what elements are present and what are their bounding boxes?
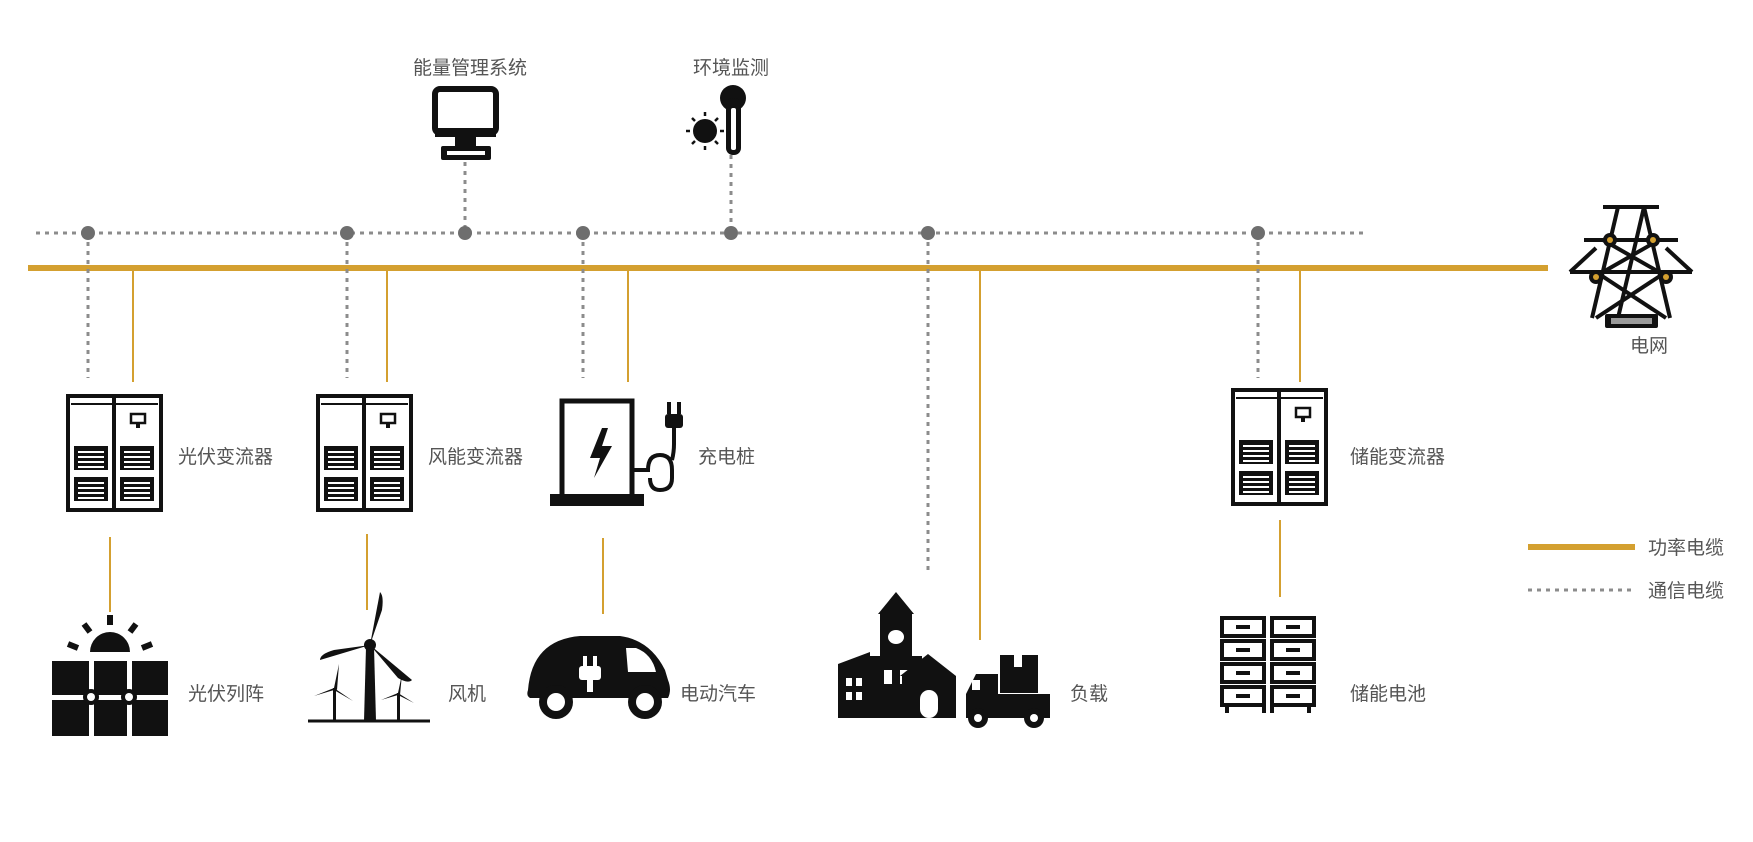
charger-label: 充电桩 [698,446,755,468]
wind-turbine-icon [308,592,430,723]
env-label: 环境监测 [693,57,769,79]
ev-label: 电动汽车 [680,683,756,705]
monitor-icon [432,86,499,160]
battery-rack-icon [1220,616,1316,713]
storage-inverter-icon [1231,388,1328,506]
ems-label: 能量管理系统 [413,57,527,79]
charging-pile-icon [550,398,683,506]
comm-drops [86,155,1260,573]
electric-car-icon [527,636,670,719]
pv-inverter-label: 光伏变流器 [178,446,273,468]
wind-inverter-label: 风能变流器 [428,446,523,468]
pv-inverter-icon [66,394,163,512]
storage-inverter-label: 储能变流器 [1350,446,1445,468]
buildings-truck-icon [838,592,1050,728]
wind-turbine-label: 风机 [448,683,486,705]
legend: 功率电缆 通信电缆 [1528,537,1724,602]
battery-label: 储能电池 [1350,683,1426,705]
pv-array-label: 光伏列阵 [188,683,264,705]
bus-nodes [81,226,1265,240]
power-drops [109,268,1301,640]
solar-panel-icon [52,615,168,736]
legend-comm-label: 通信电缆 [1648,580,1724,602]
grid-label: 电网 [1630,335,1668,357]
legend-power-label: 功率电缆 [1648,537,1724,559]
load-label: 负载 [1070,683,1108,705]
sun-thermometer-icon [686,85,746,155]
power-tower-icon [1568,205,1694,328]
wind-inverter-icon [316,394,413,512]
